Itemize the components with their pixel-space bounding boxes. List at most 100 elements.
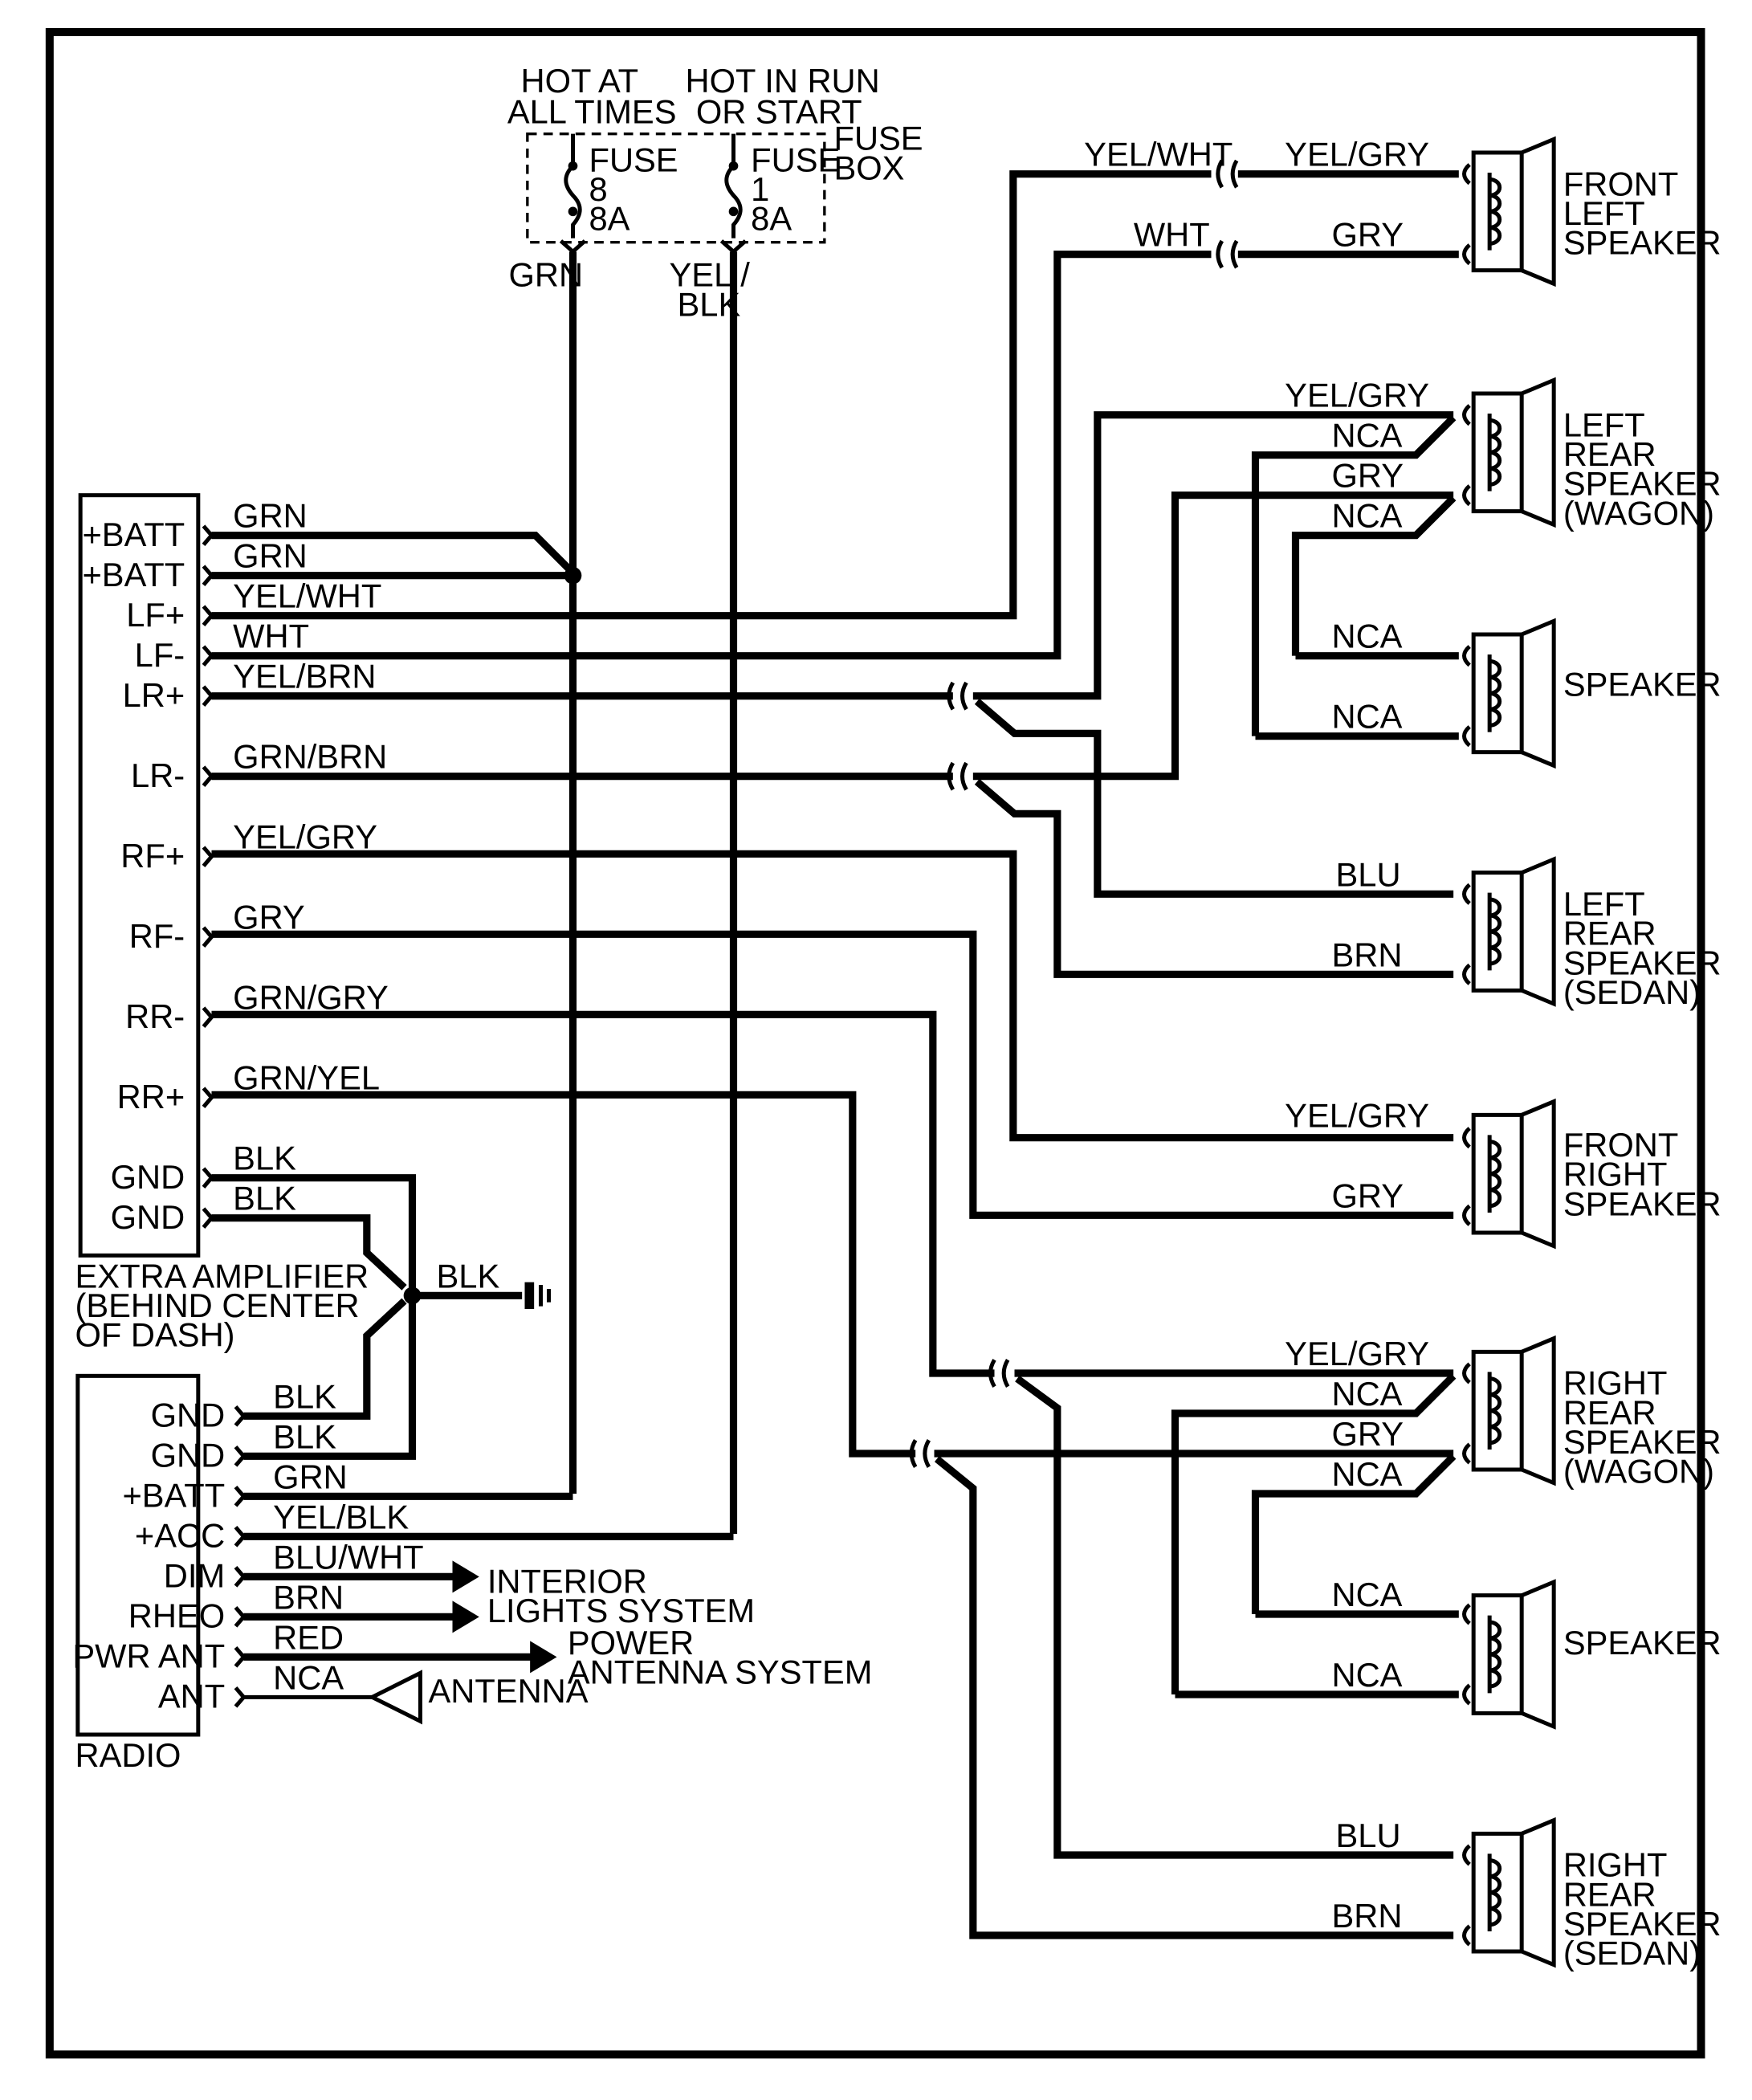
front-right-label-3: SPEAKER (1563, 1185, 1721, 1222)
hot-in-run-label-1: HOT IN RUN (686, 62, 880, 100)
front-right-speaker-icon (1473, 1102, 1554, 1246)
left-rear-wagon-wire-3: GRY (1332, 457, 1404, 495)
extra-amplifier: +BATT +BATT LF+ LF- LR+ LR- RF+ RF- RR- … (75, 493, 389, 1354)
radio-pin-rheo: RHEO (128, 1597, 225, 1635)
left-speaker-wire-2: NCA (1332, 698, 1403, 736)
front-left-label-1: FRONT (1563, 165, 1678, 202)
hot-at-all-times-label-1: HOT AT (521, 62, 639, 100)
left-rear-sedan-label-2: REAR (1563, 915, 1656, 952)
amp-wire-batt-1: GRN (233, 497, 308, 535)
left-rear-wagon-nca-1 (1251, 414, 1457, 736)
rr-plus-wire-left (211, 1091, 916, 1458)
right-rear-sedan-label-4: (SEDAN) (1563, 1935, 1701, 1972)
fuse-1: FUSE 1 8A (719, 133, 840, 255)
radio-wire-batt: GRN (273, 1458, 348, 1495)
left-rear-sedan-label-4: (SEDAN) (1563, 973, 1701, 1011)
right-rear-wagon-nca-2 (1251, 1454, 1457, 1614)
right-rear-wagon-wire-3: GRY (1332, 1415, 1404, 1453)
amp-pin-lf-plus: LF+ (126, 596, 185, 634)
interior-lights-label-1: INTERIOR (487, 1562, 647, 1600)
radio-wire-rheo: BRN (273, 1578, 344, 1616)
hot-in-run-label-2: OR START (696, 92, 862, 130)
front-left-label-3: SPEAKER (1563, 224, 1721, 262)
front-right-wire-1: YEL/GRY (1285, 1096, 1429, 1134)
lr-minus-wire (972, 491, 1454, 978)
interior-lights-label-2: LIGHTS SYSTEM (487, 1592, 755, 1629)
amp-wire-rr-plus: GRN/YEL (233, 1059, 380, 1097)
ground-wire-label: BLK (437, 1257, 500, 1295)
amp-wire-rr-minus: GRN/GRY (233, 979, 389, 1017)
left-rear-wagon-label-3: SPEAKER (1563, 465, 1721, 503)
amplifier-box (78, 493, 201, 1258)
left-rear-sedan-label-3: SPEAKER (1563, 944, 1721, 981)
left-speaker-wire-1: NCA (1332, 618, 1403, 655)
radio-wire-pwr-ant: RED (273, 1618, 344, 1656)
right-rear-sedan-wire-1: BLU (1336, 1817, 1401, 1854)
amp-pin-lf-minus: LF- (135, 636, 185, 674)
radio-wire-gnd-2: BLK (273, 1417, 336, 1455)
right-speaker-wire-2: NCA (1332, 1656, 1403, 1694)
front-left-harness-top-label: YEL/WHT (1084, 136, 1233, 173)
lf-plus-wire (211, 170, 1212, 620)
left-rear-wagon-label-4: (WAGON) (1563, 494, 1714, 532)
amp-pin-lr-plus: LR+ (123, 676, 185, 714)
amp-wire-lr-minus: GRN/BRN (233, 738, 387, 776)
front-left-bottom-wire-label: GRY (1332, 216, 1404, 254)
radio-pin-pwr-ant: PWR ANT (72, 1637, 225, 1675)
right-rear-sedan-speaker-icon (1473, 1821, 1554, 1965)
fuse-8-rating: 8A (589, 200, 630, 238)
right-rear-wagon-wire-2: NCA (1332, 1375, 1403, 1413)
front-right-wire-2: GRY (1332, 1176, 1404, 1214)
right-rear-wagon-label-4: (WAGON) (1563, 1453, 1714, 1490)
amp-wire-lf-minus: WHT (233, 618, 309, 655)
left-rear-sedan-wire-2: BRN (1332, 936, 1403, 973)
ground-splice (403, 1287, 422, 1305)
amp-pin-gnd-1: GND (111, 1158, 185, 1196)
radio-wire-acc: YEL/BLK (273, 1498, 409, 1535)
fuse-8-label: FUSE (589, 141, 678, 178)
right-rear-sedan-label-1: RIGHT (1563, 1846, 1668, 1884)
right-rear-wagon-label-3: SPEAKER (1563, 1423, 1721, 1461)
right-rear-sedan-label-3: SPEAKER (1563, 1905, 1721, 1943)
amp-wire-rf-minus: GRY (233, 899, 305, 936)
fuse-8-number: 8 (589, 170, 608, 208)
front-left-connectors (1216, 159, 1239, 269)
right-speaker-wire-1: NCA (1332, 1576, 1403, 1613)
rr-minus-wire (1014, 1369, 1454, 1859)
right-speaker-label: SPEAKER (1563, 1624, 1721, 1662)
radio-pin-acc: +ACC (135, 1517, 225, 1555)
right-rear-wagon-wire-1: YEL/GRY (1285, 1335, 1429, 1372)
amp-batt-wire-1 (211, 532, 576, 576)
radio-pin-gnd-1: GND (151, 1397, 226, 1434)
front-left-speaker-icon (1473, 139, 1554, 283)
radio-pin-gnd-2: GND (151, 1437, 226, 1474)
front-left-top-wire-label: YEL/GRY (1285, 136, 1429, 173)
left-rear-wagon-label-2: REAR (1563, 435, 1656, 473)
right-rear-wagon-label-1: RIGHT (1563, 1364, 1668, 1402)
amp-wire-rf-plus: YEL/GRY (233, 818, 377, 856)
radio-wire-dim: BLU/WHT (273, 1538, 423, 1576)
right-rear-sedan-label-2: REAR (1563, 1875, 1656, 1913)
rr-plus-wire (934, 1450, 1454, 1939)
rf-plus-wire (211, 850, 1454, 1142)
radio-pin-dim: DIM (164, 1557, 225, 1595)
diagram-frame (45, 28, 1705, 2059)
amp-pin-gnd-2: GND (111, 1198, 185, 1236)
amp-wire-batt-2: GRN (233, 537, 308, 575)
left-rear-sedan-label-1: LEFT (1563, 885, 1645, 923)
left-rear-wagon-wire-4: NCA (1332, 497, 1403, 535)
right-rear-wagon-nca-1 (1171, 1373, 1457, 1694)
amp-pin-rf-plus: RF+ (120, 837, 185, 875)
right-rear-wagon-wire-4: NCA (1332, 1455, 1403, 1493)
power-antenna-label-2: ANTENNA SYSTEM (568, 1653, 873, 1691)
fuse-box: HOT AT ALL TIMES HOT IN RUN OR START FUS… (507, 62, 923, 323)
pwr-ant-arrow-icon (530, 1641, 557, 1674)
right-rear-wagon-label-2: REAR (1563, 1393, 1656, 1431)
radio-wire-gnd-1: BLK (273, 1377, 336, 1415)
left-rear-wagon-nca-2 (1291, 495, 1457, 656)
fuse-box-label-1: FUSE (834, 120, 923, 157)
front-left-label-2: LEFT (1563, 194, 1645, 232)
radio-wire-ant: NCA (273, 1658, 344, 1696)
fuse-1-rating: 8A (751, 200, 792, 238)
